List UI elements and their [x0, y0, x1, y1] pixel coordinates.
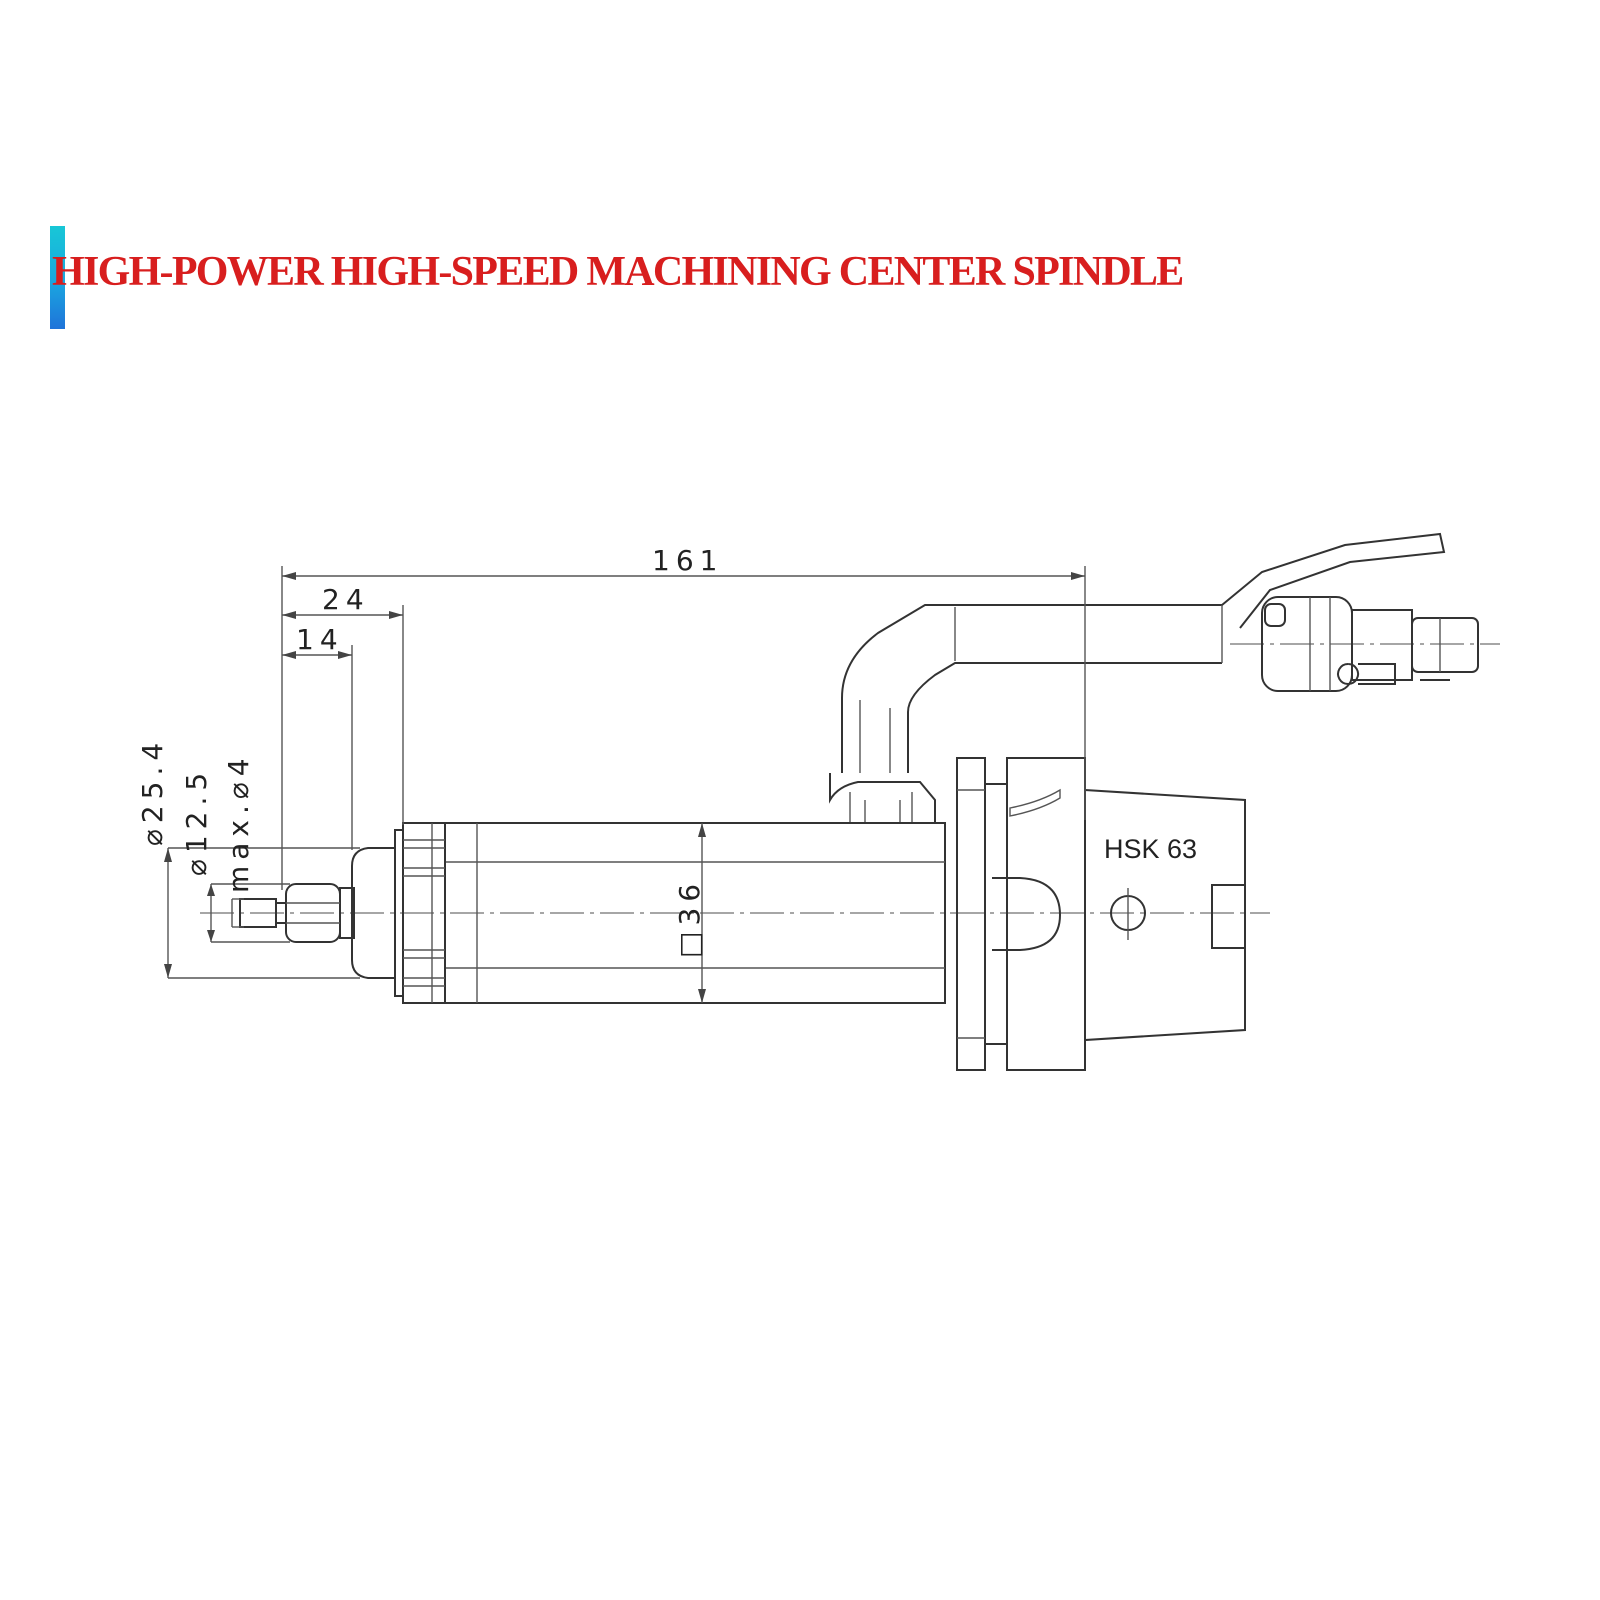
- spindle-nose: [239, 847, 395, 979]
- cable-pipe: [820, 532, 1446, 824]
- spindle-flange: [956, 757, 1086, 1071]
- dim-overall-length: 161: [652, 544, 723, 577]
- title-accent-bar: [50, 226, 65, 329]
- dim-diameter-body: ⌀25.4: [136, 737, 169, 846]
- dimension-lines: [164, 566, 1086, 1003]
- dim-square-section: □36: [673, 878, 706, 958]
- dim-nose-length: 24: [322, 583, 370, 616]
- page-title: HIGH-POWER HIGH-SPEED MACHINING CENTER S…: [52, 249, 1184, 295]
- dim-diameter-nose: ⌀12.5: [180, 767, 213, 876]
- dim-collet-length: 14: [296, 623, 344, 656]
- hsk-taper: [1084, 788, 1246, 1042]
- hsk-interface-label: HSK 63: [1104, 834, 1197, 864]
- cable-connector: [1261, 596, 1479, 692]
- cooling-fins: [394, 822, 446, 1004]
- dim-max-tool-diameter: max.⌀4: [222, 752, 255, 893]
